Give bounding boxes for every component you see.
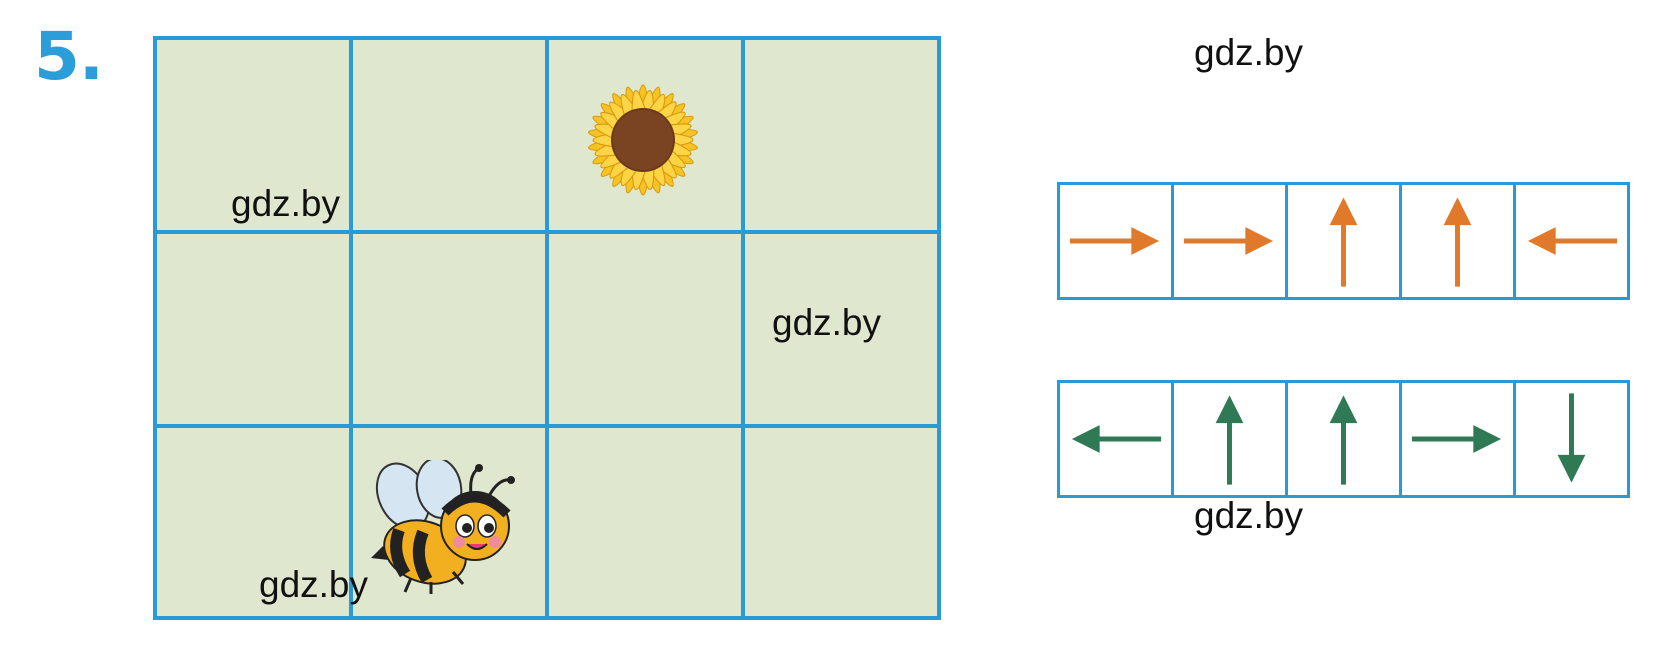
watermark: gdz.by xyxy=(1194,32,1304,73)
arrow-right-icon xyxy=(1411,425,1502,453)
watermark: gdz.by xyxy=(1194,495,1304,536)
grid-line xyxy=(349,40,353,616)
arrow-sequence-orange xyxy=(1057,182,1630,300)
arrow-cell xyxy=(1288,383,1402,495)
watermark: gdz.by xyxy=(772,302,882,343)
sunflower-icon xyxy=(588,84,698,196)
arrow-cell xyxy=(1516,185,1627,297)
arrow-cell xyxy=(1516,383,1627,495)
arrow-right-icon xyxy=(1069,227,1160,255)
bee-icon xyxy=(371,460,515,594)
arrow-up-icon xyxy=(1329,197,1358,287)
arrow-cell xyxy=(1174,383,1288,495)
grid-line xyxy=(157,230,937,234)
arrow-cell xyxy=(1174,185,1288,297)
bee-path-grid xyxy=(153,36,941,620)
arrow-sequence-green xyxy=(1057,380,1630,498)
grid-line xyxy=(545,40,549,616)
arrow-cell xyxy=(1402,383,1516,495)
arrow-left-icon xyxy=(1071,425,1162,453)
arrow-right-icon xyxy=(1183,227,1274,255)
arrow-up-icon xyxy=(1215,395,1244,485)
watermark: gdz.by xyxy=(231,183,341,224)
arrow-cell xyxy=(1060,383,1174,495)
arrow-cell xyxy=(1060,185,1174,297)
arrow-down-icon xyxy=(1557,393,1586,483)
arrow-cell xyxy=(1402,185,1516,297)
watermark: gdz.by xyxy=(259,564,369,605)
grid-line xyxy=(157,424,937,428)
task-number: 5. xyxy=(34,18,104,95)
arrow-up-icon xyxy=(1443,197,1472,287)
grid-line xyxy=(741,40,745,616)
arrow-cell xyxy=(1288,185,1402,297)
arrow-left-icon xyxy=(1527,227,1618,255)
arrow-up-icon xyxy=(1329,395,1358,485)
